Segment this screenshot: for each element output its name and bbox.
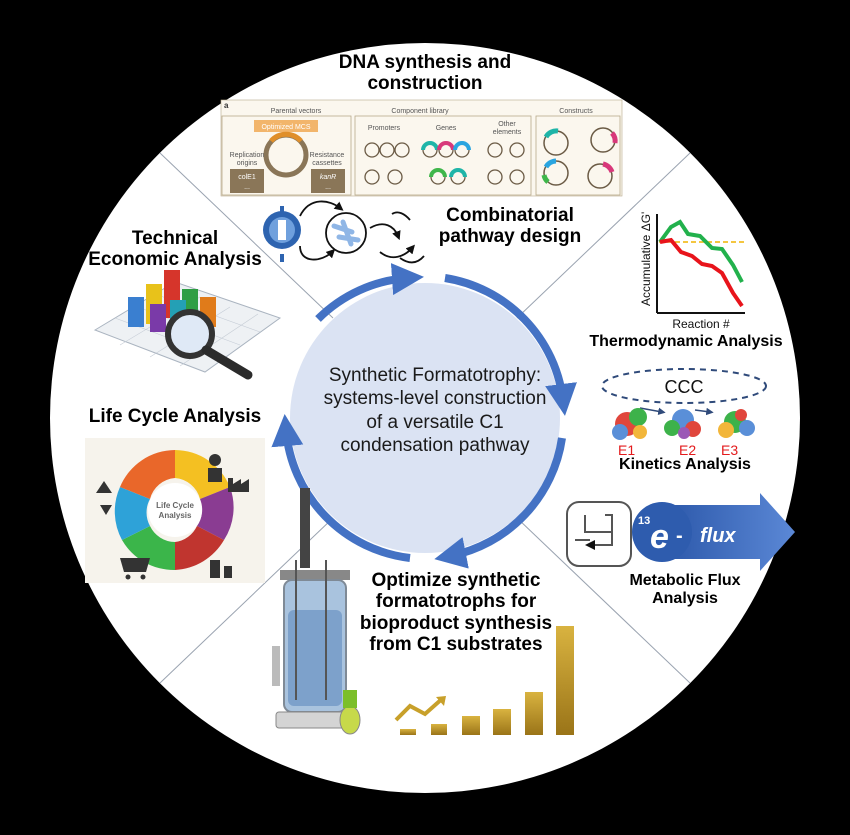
replication-origins-label-1: Replication	[230, 152, 265, 159]
bioreactor-image	[272, 488, 361, 735]
lca-section-title: Life Cycle Analysis	[88, 406, 262, 427]
promoters-label: Promoters	[368, 125, 401, 132]
enzyme-2	[664, 409, 701, 439]
component-library-label: Component library	[391, 108, 449, 115]
svg-text:...: ...	[325, 184, 331, 191]
e3-label: E3	[721, 442, 738, 458]
kanr-label: kanR	[320, 174, 336, 181]
cart-icon	[120, 558, 150, 572]
flux-e: e	[650, 518, 669, 556]
combinatorial-icon	[263, 200, 425, 264]
ccc-label: CCC	[665, 377, 704, 397]
combinatorial-section-title: Combinatorial pathway design	[438, 205, 582, 248]
thermodynamic-plot: Accumulative ΔG' Reaction #	[639, 212, 745, 331]
replication-origins-label-2: origins	[237, 160, 258, 167]
lca-wheel: Life Cycle Analysis	[85, 438, 265, 583]
growth-bars	[394, 626, 574, 735]
flux-sup: 13	[638, 515, 650, 527]
panel-letter: a	[224, 101, 229, 110]
recycle-icon	[96, 481, 112, 515]
flux-word: flux	[700, 525, 736, 547]
thermo-section-title: Thermodynamic Analysis	[589, 333, 783, 350]
tea-section-title: Technical Economic Analysis	[88, 228, 262, 271]
thermo-ylabel: Accumulative ΔG'	[639, 212, 653, 306]
constructs-label: Constructs	[559, 108, 593, 115]
optimized-mcs-label: Optimized MCS	[261, 124, 310, 131]
thermo-xlabel: Reaction #	[672, 317, 730, 331]
lca-wheel-center-1: Life Cycle	[156, 501, 194, 510]
resistance-label-2: cassettes	[312, 160, 342, 167]
flux-logo: 13 e - flux	[566, 493, 795, 571]
lab-glass-icon	[210, 560, 232, 578]
genes-label: Genes	[436, 125, 457, 132]
enzyme-3	[718, 409, 755, 438]
optimize-section-title: Optimize synthetic formatotrophs for bio…	[359, 570, 553, 655]
kinetics-figure: CCC E1 E2 E3	[601, 368, 767, 458]
center-disc	[290, 283, 560, 553]
kinetics-section-title: Kinetics Analysis	[619, 456, 751, 473]
e1-label: E1	[618, 442, 635, 458]
factory-icon	[228, 478, 249, 492]
lca-wheel-center-2: Analysis	[159, 511, 192, 520]
other-elements-label-2: elements	[493, 129, 522, 136]
cart-wheel-icon	[125, 574, 131, 580]
parental-vectors-label: Parental vectors	[271, 108, 322, 115]
e2-label: E2	[679, 442, 696, 458]
enzyme-1	[612, 408, 647, 440]
other-elements-label-1: Other	[498, 121, 516, 128]
resistance-label-1: Resistance	[310, 152, 345, 159]
worker-icon	[209, 454, 221, 466]
tea-figure	[93, 270, 282, 380]
dna-construction-figure: a Parental vectors Component library Con…	[220, 99, 623, 197]
svg-text:...: ...	[244, 184, 250, 191]
flux-section-title: Metabolic Flux Analysis	[629, 572, 741, 607]
dna-section-title: DNA synthesis and construction	[338, 52, 512, 95]
center-title: Synthetic Formatotrophy: systems-level c…	[323, 365, 547, 457]
flux-dash: -	[676, 525, 683, 547]
cole1-label: colE1	[238, 174, 256, 181]
cycle-arrows	[271, 263, 577, 569]
